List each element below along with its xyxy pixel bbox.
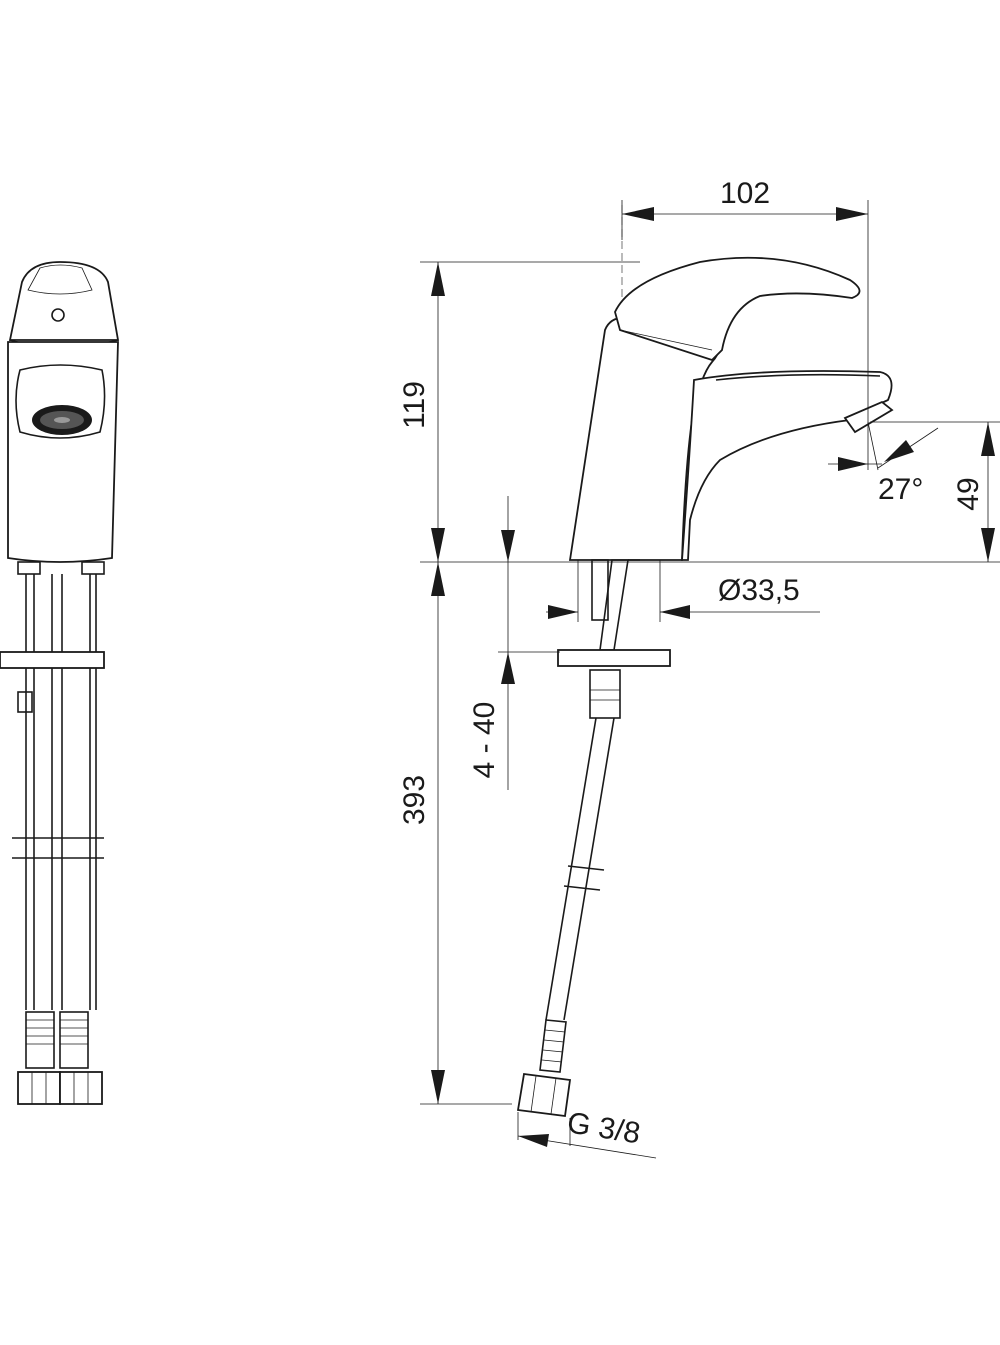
dim-angle-27: 27°: [878, 473, 923, 506]
dim-thread: G 3/8: [565, 1106, 643, 1150]
dimension-lines: [420, 200, 1000, 1159]
dim-width-102: 102: [720, 177, 770, 210]
side-view: [516, 205, 894, 1118]
dim-hose-length: 393: [398, 775, 431, 825]
dim-diameter: Ø33,5: [718, 574, 800, 607]
dim-height-119: 119: [398, 381, 431, 429]
dim-height-49: 49: [952, 477, 985, 510]
dim-deck-thickness: 4 - 40: [468, 702, 501, 779]
front-view: [0, 261, 120, 1105]
